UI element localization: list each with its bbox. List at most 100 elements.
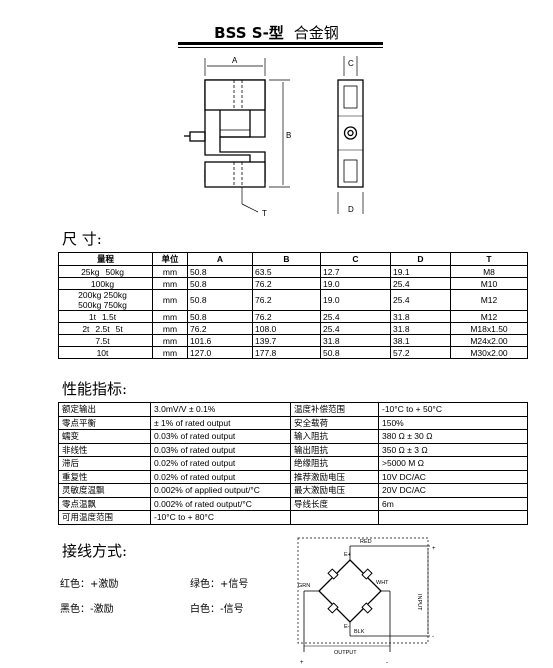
label-grn: GRN bbox=[298, 583, 310, 589]
cell-unit: mm bbox=[152, 322, 188, 335]
spec-label: 额定输出 bbox=[58, 402, 151, 417]
wire-white: 白色：-信号 bbox=[190, 604, 244, 615]
label-blk: BLK bbox=[354, 629, 365, 635]
spec-value: 20V DC/AC bbox=[378, 483, 528, 498]
spec-value: 0.002% of applied output/°C bbox=[150, 483, 291, 498]
spec-label bbox=[290, 510, 379, 525]
range-value: 1t bbox=[88, 311, 96, 322]
cell-d: 57.2 bbox=[390, 346, 451, 359]
dimensions-title: 尺 寸: bbox=[62, 230, 102, 248]
spec-value: >5000 M Ω bbox=[378, 456, 528, 471]
label-red: RED bbox=[360, 539, 372, 545]
spec-value: 0.03% of rated output bbox=[150, 442, 291, 457]
dimensions-column-header: 单位 bbox=[152, 252, 188, 266]
spec-label: 重复性 bbox=[58, 469, 151, 484]
load-cell-drawing: A B C D T bbox=[184, 56, 364, 218]
cell-b: 76.2 bbox=[252, 277, 321, 290]
cell-a: 76.2 bbox=[187, 322, 253, 335]
spec-value: 0.03% of rated output bbox=[150, 429, 291, 444]
cell-a: 101.6 bbox=[187, 334, 253, 347]
cell-c: 19.0 bbox=[320, 289, 391, 311]
cell-a: 127.0 bbox=[187, 346, 253, 359]
spec-value: 0.02% of rated output bbox=[150, 456, 291, 471]
cell-d: 31.8 bbox=[390, 322, 451, 335]
cell-b: 76.2 bbox=[252, 289, 321, 311]
label-eminus: E- bbox=[344, 624, 350, 630]
spec-value: 10V DC/AC bbox=[378, 469, 528, 484]
range-value: 5t bbox=[115, 323, 123, 334]
spec-value: 380 Ω ± 30 Ω bbox=[378, 429, 528, 444]
spec-label: 推荐激励电压 bbox=[290, 469, 379, 484]
wire-green: 绿色：+信号 bbox=[190, 579, 249, 590]
performance-title: 性能指标: bbox=[62, 380, 128, 398]
cell-c: 25.4 bbox=[320, 310, 391, 323]
dimensions-column-header: C bbox=[320, 252, 391, 266]
cell-c: 19.0 bbox=[320, 277, 391, 290]
cell-t: M24x2.00 bbox=[450, 334, 528, 347]
spec-label: 绝缘阻抗 bbox=[290, 456, 379, 471]
cell-c: 50.8 bbox=[320, 346, 391, 359]
spec-label: 最大激励电压 bbox=[290, 483, 379, 498]
cell-d: 25.4 bbox=[390, 277, 451, 290]
range-cell: 100kg bbox=[58, 277, 153, 290]
dimensions-column-header: A bbox=[187, 252, 253, 266]
spec-value: ± 1% of rated output bbox=[150, 415, 291, 430]
cell-unit: mm bbox=[152, 334, 188, 347]
table-row: 可用温度范围-10°C to + 80°C bbox=[58, 510, 528, 525]
range-value: 200kg 250kg bbox=[78, 290, 127, 300]
cell-b: 139.7 bbox=[252, 334, 321, 347]
cell-c: 12.7 bbox=[320, 265, 391, 278]
spec-value: 6m bbox=[378, 496, 528, 511]
spec-label: 滞后 bbox=[58, 456, 151, 471]
dim-label-a: A bbox=[232, 56, 238, 65]
range-value: 7.5t bbox=[95, 335, 110, 346]
cell-b: 108.0 bbox=[252, 322, 321, 335]
title-rule bbox=[178, 42, 383, 45]
spec-value: -10°C to + 80°C bbox=[150, 510, 291, 525]
cell-d: 25.4 bbox=[390, 289, 451, 311]
label-input: INPUT bbox=[416, 594, 422, 611]
cell-t: M12 bbox=[450, 310, 528, 323]
cell-t: M12 bbox=[450, 289, 528, 311]
cell-unit: mm bbox=[152, 310, 188, 323]
spec-label: 蠕变 bbox=[58, 429, 151, 444]
model-name: BSS S-型 bbox=[214, 24, 284, 42]
spec-value: 350 Ω ± 3 Ω bbox=[378, 442, 528, 457]
cell-t: M30x2.00 bbox=[450, 346, 528, 359]
output-minus: - bbox=[386, 660, 388, 666]
cell-a: 50.8 bbox=[187, 277, 253, 290]
spec-label: 灵敏度温飘 bbox=[58, 483, 151, 498]
dimensions-column-header: 量程 bbox=[58, 252, 153, 266]
cell-t: M8 bbox=[450, 265, 528, 278]
bridge-circuit-diagram: RED GRN WHT BLK E+ E- INPUT OUTPUT + - +… bbox=[297, 537, 436, 666]
cell-c: 31.8 bbox=[320, 334, 391, 347]
cell-a: 50.8 bbox=[187, 265, 253, 278]
cell-d: 31.8 bbox=[390, 310, 451, 323]
cell-unit: mm bbox=[152, 265, 188, 278]
range-cell: 10t bbox=[58, 346, 153, 359]
cell-t: M10 bbox=[450, 277, 528, 290]
range-value: 2t bbox=[82, 323, 90, 334]
label-eplus: E+ bbox=[344, 552, 351, 558]
spec-label: 温度补偿范围 bbox=[290, 402, 379, 417]
spec-label: 导线长度 bbox=[290, 496, 379, 511]
label-output: OUTPUT bbox=[334, 650, 357, 656]
spec-label: 非线性 bbox=[58, 442, 151, 457]
range-cell: 7.5t bbox=[58, 334, 153, 347]
dim-label-t: T bbox=[262, 209, 267, 218]
page-title: BSS S-型合金钢 bbox=[0, 22, 553, 43]
dim-label-c: C bbox=[348, 59, 354, 68]
cell-d: 38.1 bbox=[390, 334, 451, 347]
range-value: 500kg 750kg bbox=[78, 300, 127, 310]
spec-label: 可用温度范围 bbox=[58, 510, 151, 525]
